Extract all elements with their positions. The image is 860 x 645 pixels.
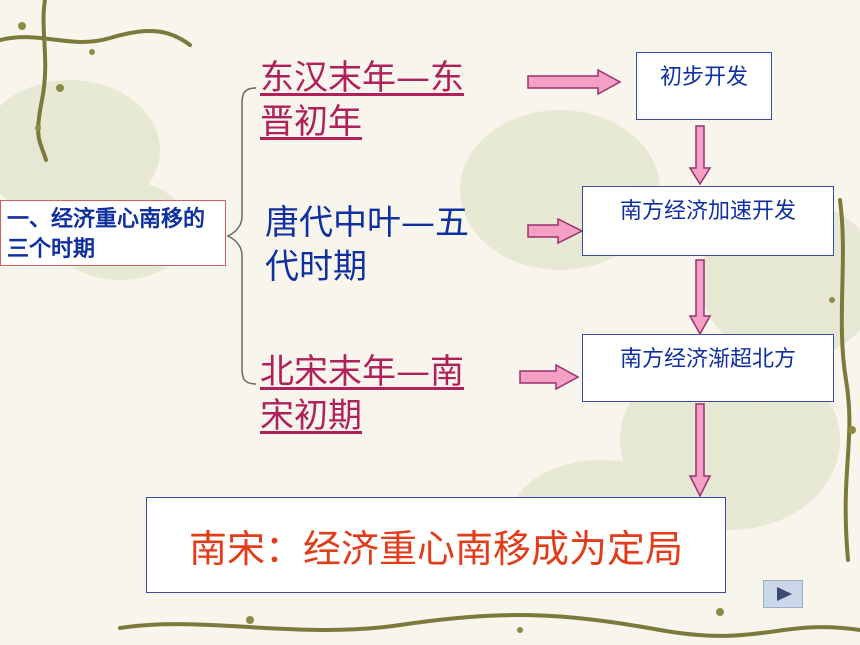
period-2: 唐代中叶—五 代时期 [265,201,469,289]
left-brace [226,87,257,385]
section-title: 一、经济重心南移的三个时期 [0,200,226,266]
result-text: 南宋：经济重心南移成为定局 [188,526,683,571]
period-2-line2: 代时期 [265,247,367,287]
period-1[interactable]: 东汉末年—东 晋初年 [260,56,464,144]
period-3-line2: 宋初期 [260,396,362,436]
period-1-line1: 东汉末年—东 [260,58,464,98]
stage-box-2: 南方经济加速开发 [582,186,834,256]
stage-box-3: 南方经济渐超北方 [582,334,834,402]
period-3-line1: 北宋末年—南 [260,352,464,392]
period-3[interactable]: 北宋末年—南 宋初期 [260,350,464,438]
stage-box-1: 初步开发 [636,52,772,120]
result-box: 南宋：经济重心南移成为定局 [146,497,726,593]
next-slide-icon[interactable] [763,580,803,608]
period-1-line2: 晋初年 [260,102,362,142]
period-2-line1: 唐代中叶—五 [265,203,469,243]
